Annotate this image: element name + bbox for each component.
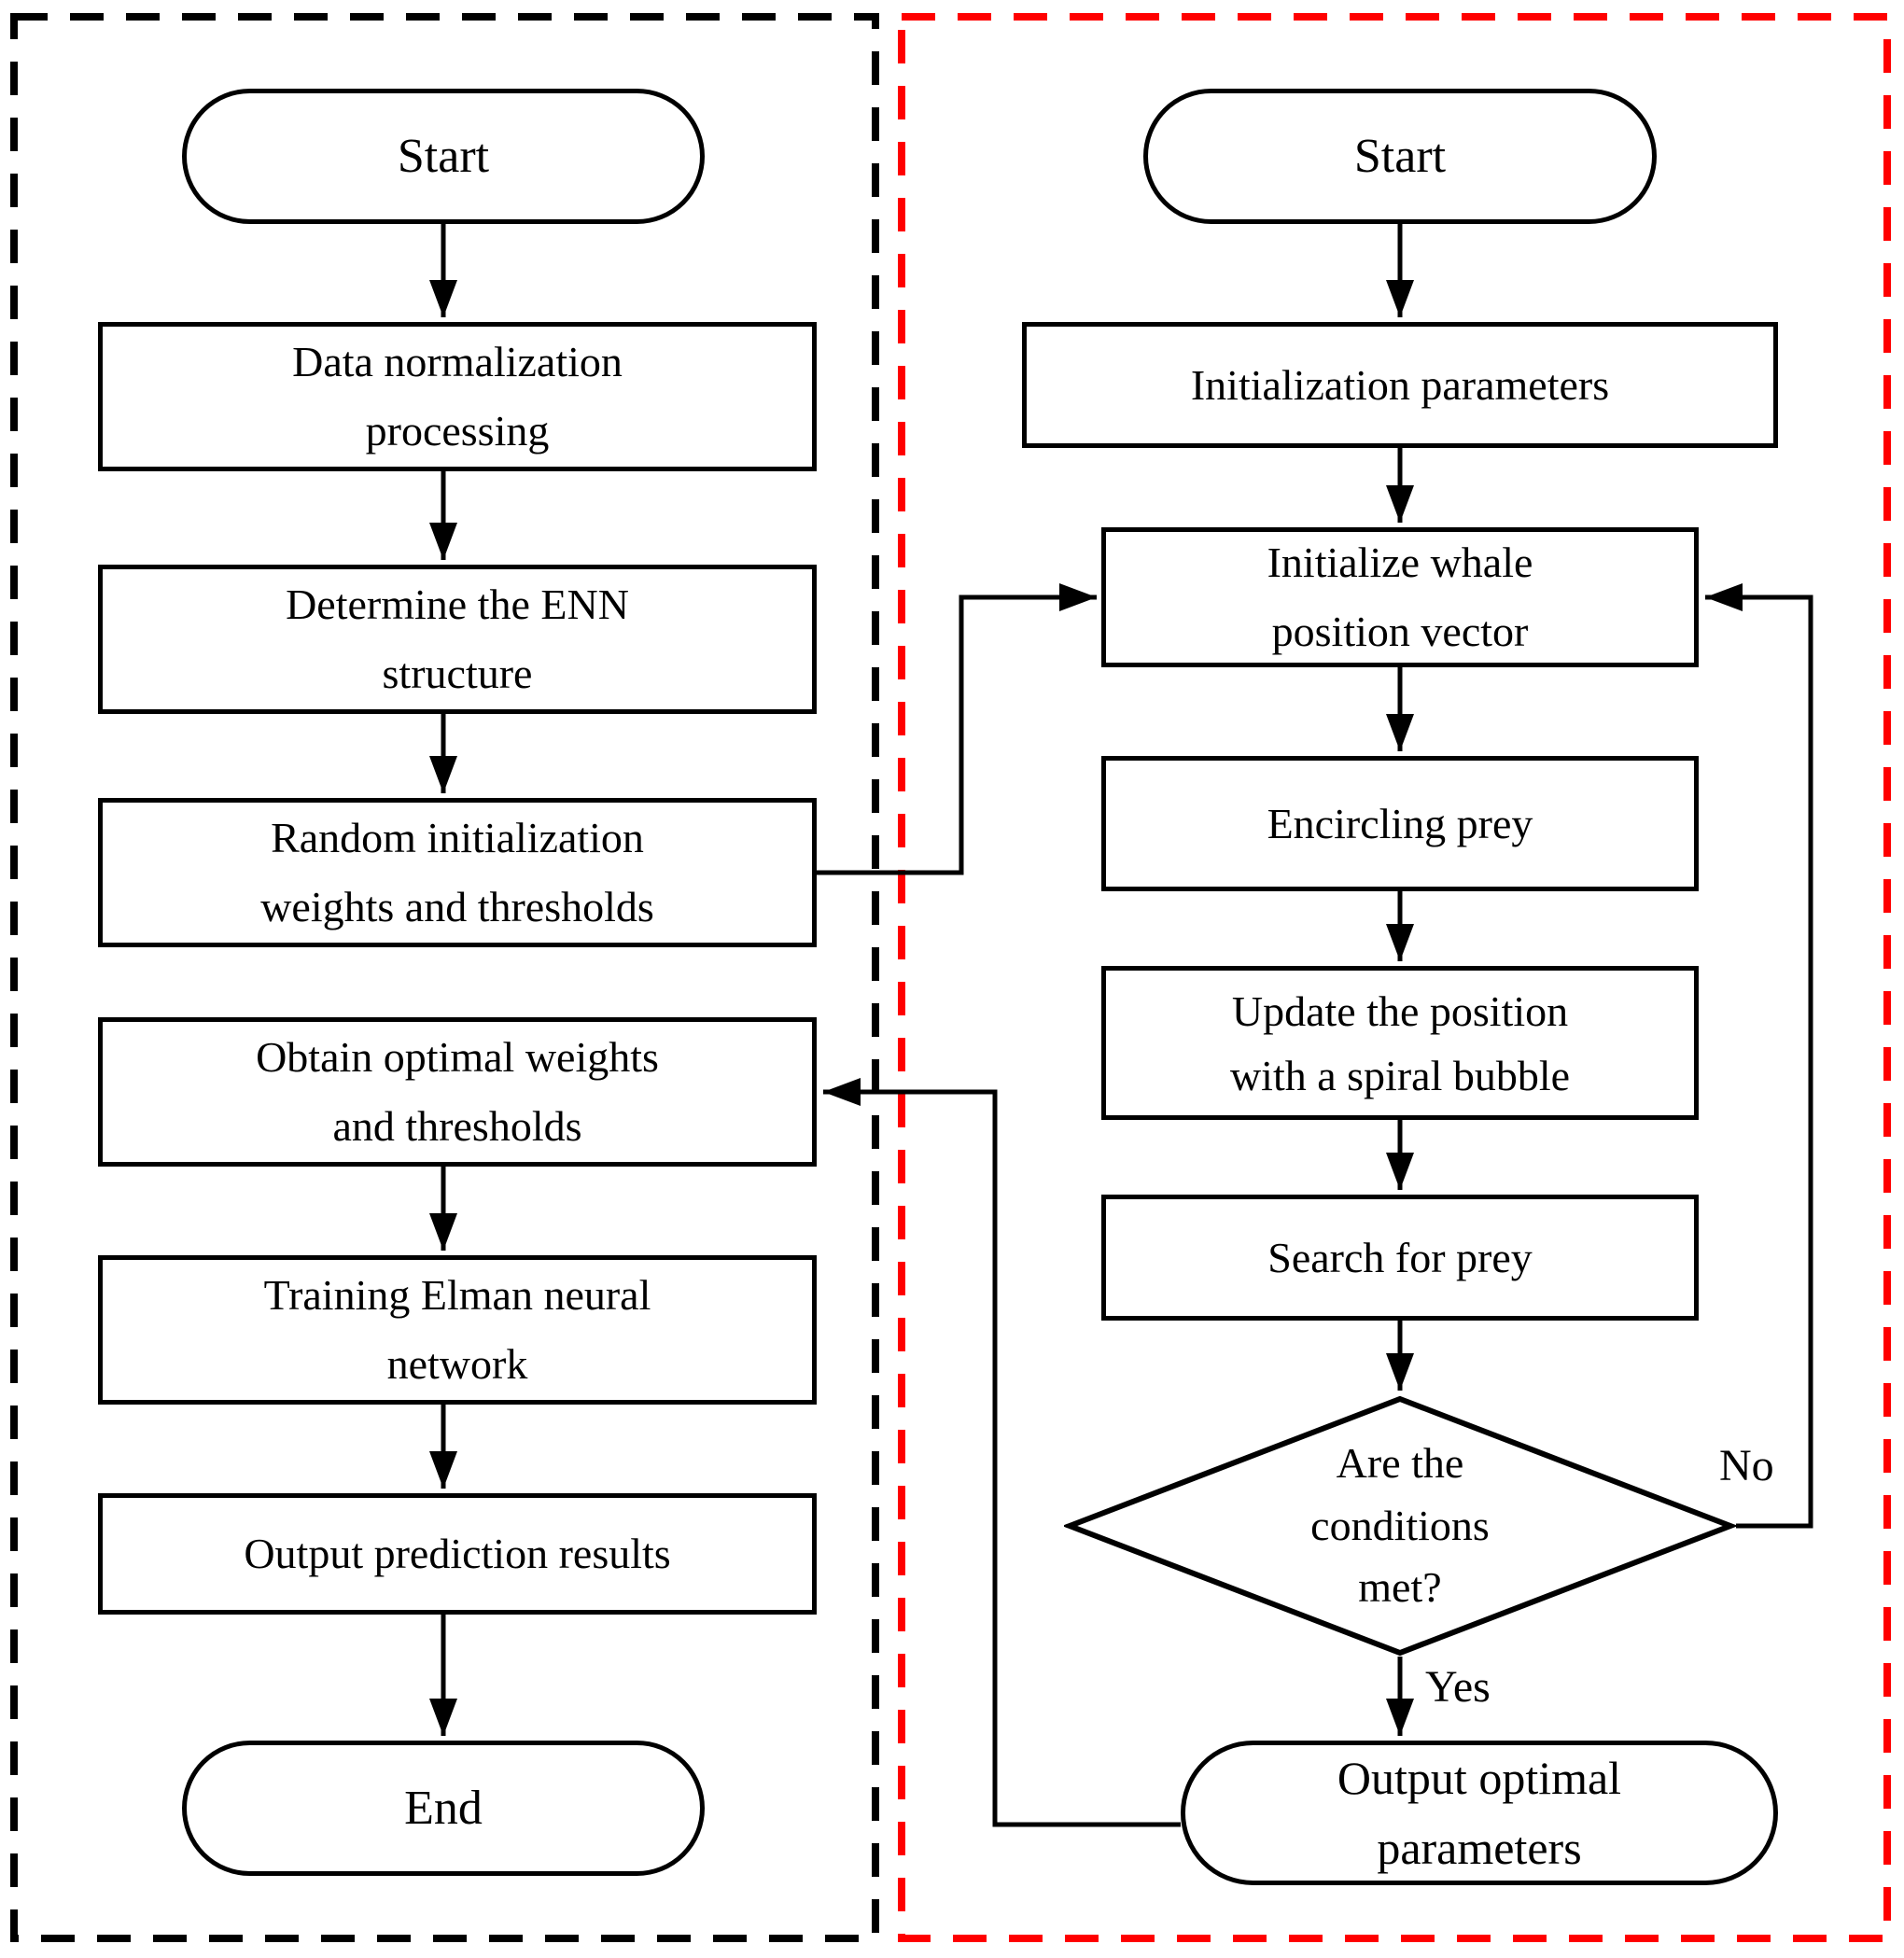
process-random-initialization: Random initialization weights and thresh…: [98, 798, 817, 947]
process-update-spiral-bubble: Update the position with a spiral bubble: [1101, 966, 1699, 1120]
process-training-elman-network: Training Elman neural network: [98, 1255, 817, 1405]
terminal-output-optimal-parameters: Output optimal parameters: [1181, 1741, 1778, 1885]
process-output-prediction-results: Output prediction results: [98, 1493, 817, 1615]
process-search-for-prey: Search for prey: [1101, 1195, 1699, 1321]
woa-start-terminal: Start: [1143, 89, 1657, 224]
arrow-random-init-to-whale-position: [817, 583, 1097, 875]
enn-start-terminal: Start: [182, 89, 705, 224]
process-initialization-parameters: Initialization parameters: [1022, 322, 1778, 448]
process-obtain-optimal-weights: Obtain optimal weights and thresholds: [98, 1017, 817, 1167]
enn-end-terminal: End: [182, 1741, 705, 1876]
decision-diamond-shape: [1064, 1395, 1736, 1657]
arrow-decision-no-loop: [1705, 583, 1813, 1529]
enn-panel-border: [10, 13, 879, 1942]
edge-label-no: No: [1719, 1441, 1774, 1490]
process-determine-enn-structure: Determine the ENN structure: [98, 565, 817, 714]
process-data-normalization: Data normalization processing: [98, 322, 817, 471]
process-initialize-whale-position: Initialize whale position vector: [1101, 527, 1699, 667]
process-encircling-prey: Encircling prey: [1101, 756, 1699, 891]
decision-conditions-met: Are the conditions met?: [1064, 1395, 1736, 1657]
decision-conditions-met-label: Are the conditions met?: [1310, 1438, 1490, 1612]
edge-label-yes: Yes: [1425, 1662, 1491, 1712]
arrow-output-optimal-to-obtain-optimal: [823, 1078, 1181, 1827]
